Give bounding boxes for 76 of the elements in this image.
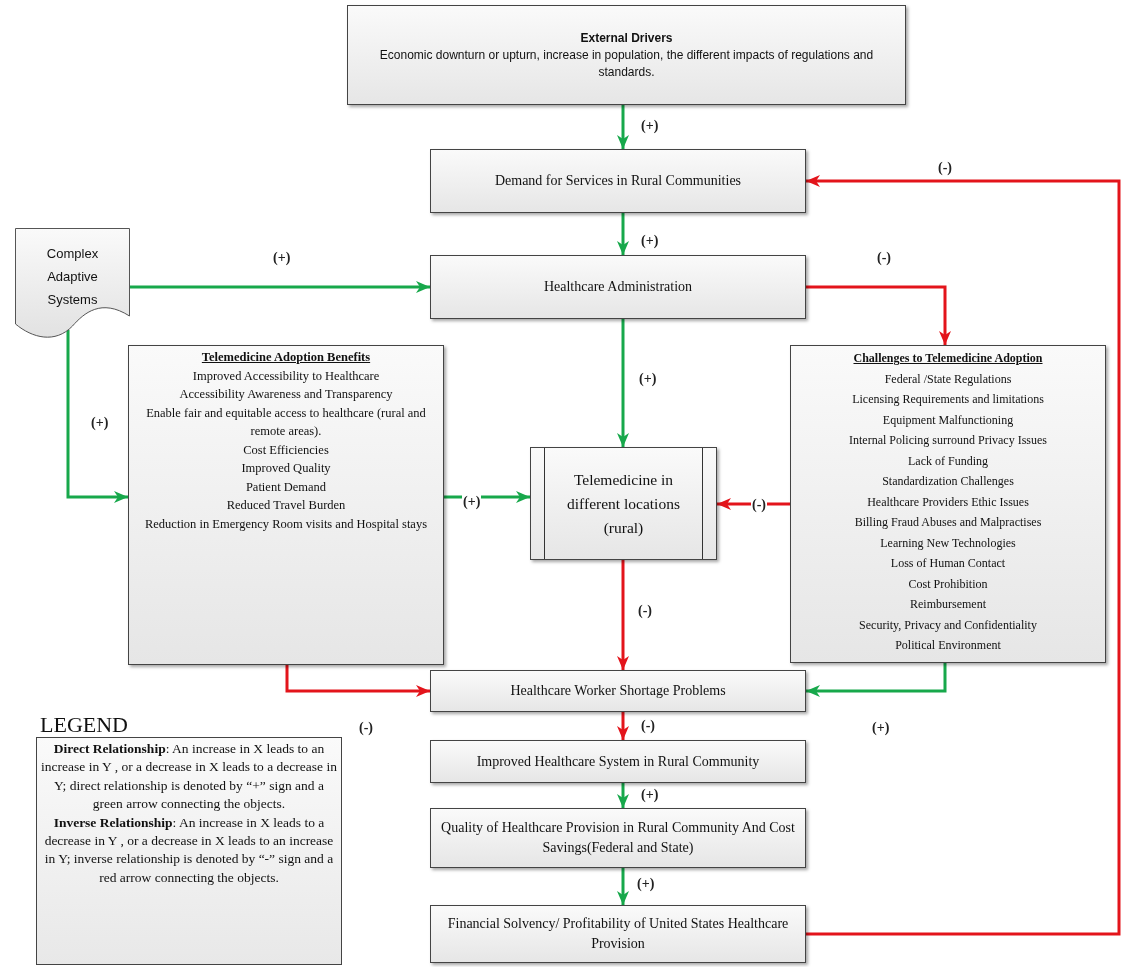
- edge-label: (-): [876, 250, 892, 266]
- edge-label: (+): [462, 494, 482, 510]
- list-item: Cost Prohibition: [908, 575, 988, 593]
- arrow: [617, 868, 629, 905]
- arrow: [444, 491, 530, 503]
- list-item: Reduced Travel Burden: [226, 497, 346, 514]
- arrow: [806, 285, 951, 345]
- list-box: [128, 345, 444, 665]
- box-text: Quality of Healthcare Provision in Rural Community And Cost Savings(Federal and State): [440, 819, 796, 857]
- predefined-process-box: [530, 447, 717, 560]
- arrow: [617, 712, 629, 740]
- box-text: Telemedicine in different locations (rural): [566, 469, 681, 538]
- arrow: [806, 175, 1121, 936]
- edge-label: (+): [272, 250, 292, 266]
- box-text: Demand for Services in Rural Communities: [494, 172, 742, 190]
- list-item: Federal /State Regulations: [884, 370, 1012, 388]
- driver-box: [347, 5, 906, 105]
- box-text: Healthcare Worker Shortage Problems: [510, 682, 726, 700]
- legend-text: Direct Relationship: An increase in X leads to an increase in Y , or a decrease in X leads to a decrease in Y; direct relationship is denoted by “+” sign and a green arrow connecting the objects.: [40, 740, 338, 814]
- arrow: [617, 560, 629, 670]
- box-text: Improved Healthcare System in Rural Community: [476, 752, 760, 771]
- list-item: Licensing Requirements and limitations: [852, 391, 1044, 408]
- list-item: Enable fair and equitable access to healthcare (rural and remote areas).: [145, 404, 427, 440]
- edge-label: (-): [640, 718, 656, 734]
- arrow: [617, 319, 629, 447]
- process-box: [430, 808, 806, 868]
- list-item: Lack of Funding: [908, 452, 988, 470]
- arrow: [66, 330, 128, 503]
- arrow: [617, 213, 629, 255]
- edge-label: (+): [640, 118, 660, 134]
- arrow: [617, 783, 629, 808]
- process-box: [430, 740, 806, 783]
- process-box: [430, 255, 806, 319]
- list-box: [790, 345, 1106, 663]
- list-item: Reimbursement: [910, 596, 986, 613]
- box-text: Financial Solvency/ Profitability of United States Healthcare Provision: [446, 915, 790, 953]
- edge-label: (-): [358, 720, 374, 736]
- edge-label: (+): [636, 876, 656, 892]
- arrow: [617, 105, 629, 149]
- arrow: [285, 665, 430, 697]
- legend-text: Inverse Relationship: An increase in X leads to a decrease in Y , or a decrease in X leads to an increase in Y; inverse relationship is denoted by “-” sign and a red arrow connecting the objects.: [43, 813, 335, 887]
- list-item: Billing Fraud Abuses and Malpractises: [854, 514, 1042, 531]
- process-box: [430, 149, 806, 213]
- legend-heading: LEGEND: [39, 713, 129, 737]
- edge-label: (+): [640, 787, 660, 803]
- process-box: [430, 905, 806, 963]
- list-item: Loss of Human Contact: [890, 555, 1006, 572]
- box-text: Economic downturn or upturn, increase in population, the different impacts of regulations and standards.: [378, 46, 875, 81]
- edge-label: (-): [751, 497, 767, 513]
- list-item: Improved Accessibility to Healthcare: [192, 367, 380, 385]
- process-box: [430, 670, 806, 712]
- list-item: Healthcare Providers Ethic Issues: [867, 493, 1029, 511]
- list-item: Cost Efficiencies: [243, 441, 329, 459]
- edge-label: (-): [637, 603, 653, 619]
- edge-label: (-): [937, 160, 953, 176]
- list-item: Patient Demand: [245, 478, 327, 496]
- arrow: [130, 281, 430, 293]
- list-item: Political Environment: [895, 637, 1001, 654]
- box-text: Healthcare Administration: [543, 278, 693, 296]
- box-heading: External Drivers: [580, 29, 673, 47]
- list-item: Improved Quality: [241, 460, 331, 477]
- edge-label: (+): [640, 233, 660, 249]
- list-heading: Telemedicine Adoption Benefits: [201, 349, 371, 366]
- edge-label: (+): [638, 371, 658, 387]
- arrow: [806, 663, 947, 697]
- shape-text: Complex Adaptive Systems: [45, 245, 100, 309]
- list-item: Internal Policing surround Privacy Issues: [849, 432, 1047, 449]
- list-heading: Challenges to Telemedicine Adoption: [853, 350, 1043, 367]
- list-item: Equipment Malfunctioning: [882, 411, 1014, 429]
- list-item: Reduction in Emergency Room visits and Hospital stays: [145, 515, 427, 533]
- list-item: Security, Privacy and Confidentiality: [859, 616, 1037, 634]
- edge-label: (+): [90, 415, 110, 431]
- list-item: Standardization Challenges: [882, 473, 1014, 490]
- list-item: Accessibility Awareness and Transparency: [179, 386, 393, 403]
- list-item: Learning New Technologies: [880, 534, 1016, 552]
- edge-label: (+): [871, 720, 891, 736]
